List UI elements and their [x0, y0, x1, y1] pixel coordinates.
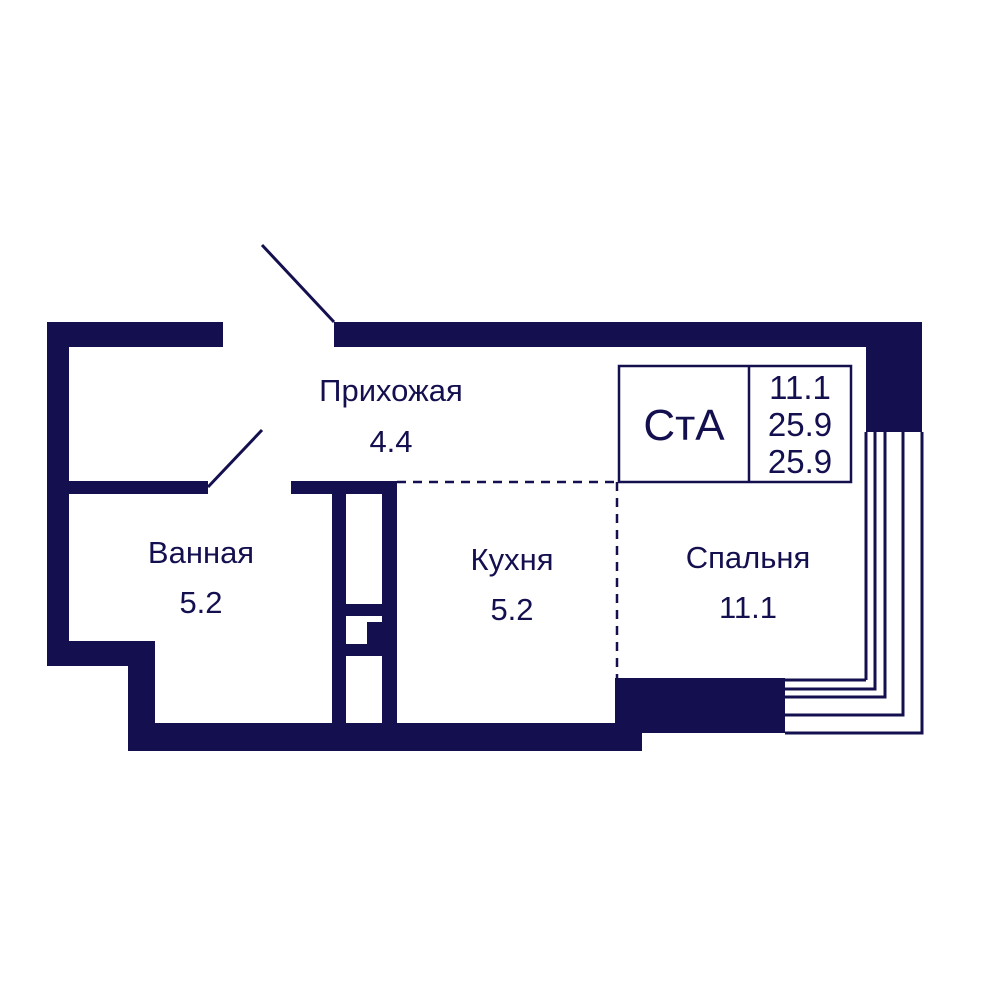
badge-apartment-code: СтА: [643, 401, 725, 450]
badge-total-area-with-balcony: 25.9: [768, 443, 832, 480]
wall-kitchen-bottom-block: [615, 678, 785, 733]
badge-living-area: 11.1: [769, 369, 831, 406]
bathroom-door-leaf: [206, 428, 264, 489]
wall-shaft-mid-1: [332, 604, 387, 616]
balcony-glazing: [785, 432, 924, 735]
zone-dividers: [397, 480, 619, 680]
room-area-bathroom: 5.2: [179, 585, 222, 620]
room-name-bathroom: Ванная: [148, 535, 254, 570]
room-area-kitchen: 5.2: [490, 592, 533, 627]
wall-right-column: [866, 322, 922, 432]
glazing-line-2: [785, 432, 887, 699]
badge-total-area: 25.9: [768, 406, 832, 443]
room-labels: Прихожая 4.4 Ванная 5.2 Кухня 5.2 Спальн…: [148, 373, 810, 627]
glazing-line-1: [785, 432, 877, 691]
wall-top-right: [334, 322, 922, 347]
badge-frame: [617, 364, 853, 484]
wall-shaft-right: [382, 481, 397, 733]
wall-shaft-notch: [367, 622, 387, 652]
room-area-bedroom: 11.1: [719, 590, 777, 625]
glazing-line-3: [785, 432, 905, 717]
room-name-hallway: Прихожая: [319, 373, 463, 408]
walls: [47, 322, 922, 751]
entrance-door-leaf: [260, 243, 336, 324]
room-name-bedroom: Спальня: [686, 540, 811, 575]
thin-walls: [785, 432, 868, 682]
room-area-hallway: 4.4: [369, 424, 412, 459]
room-name-kitchen: Кухня: [471, 542, 554, 577]
wall-left: [47, 322, 69, 666]
glazing-line-4: [785, 432, 924, 735]
wall-top-left: [47, 322, 223, 347]
wall-bathroom-top: [69, 481, 208, 494]
apartment-badge: СтА 11.1 25.9 25.9: [617, 364, 853, 484]
doors: [206, 243, 336, 489]
